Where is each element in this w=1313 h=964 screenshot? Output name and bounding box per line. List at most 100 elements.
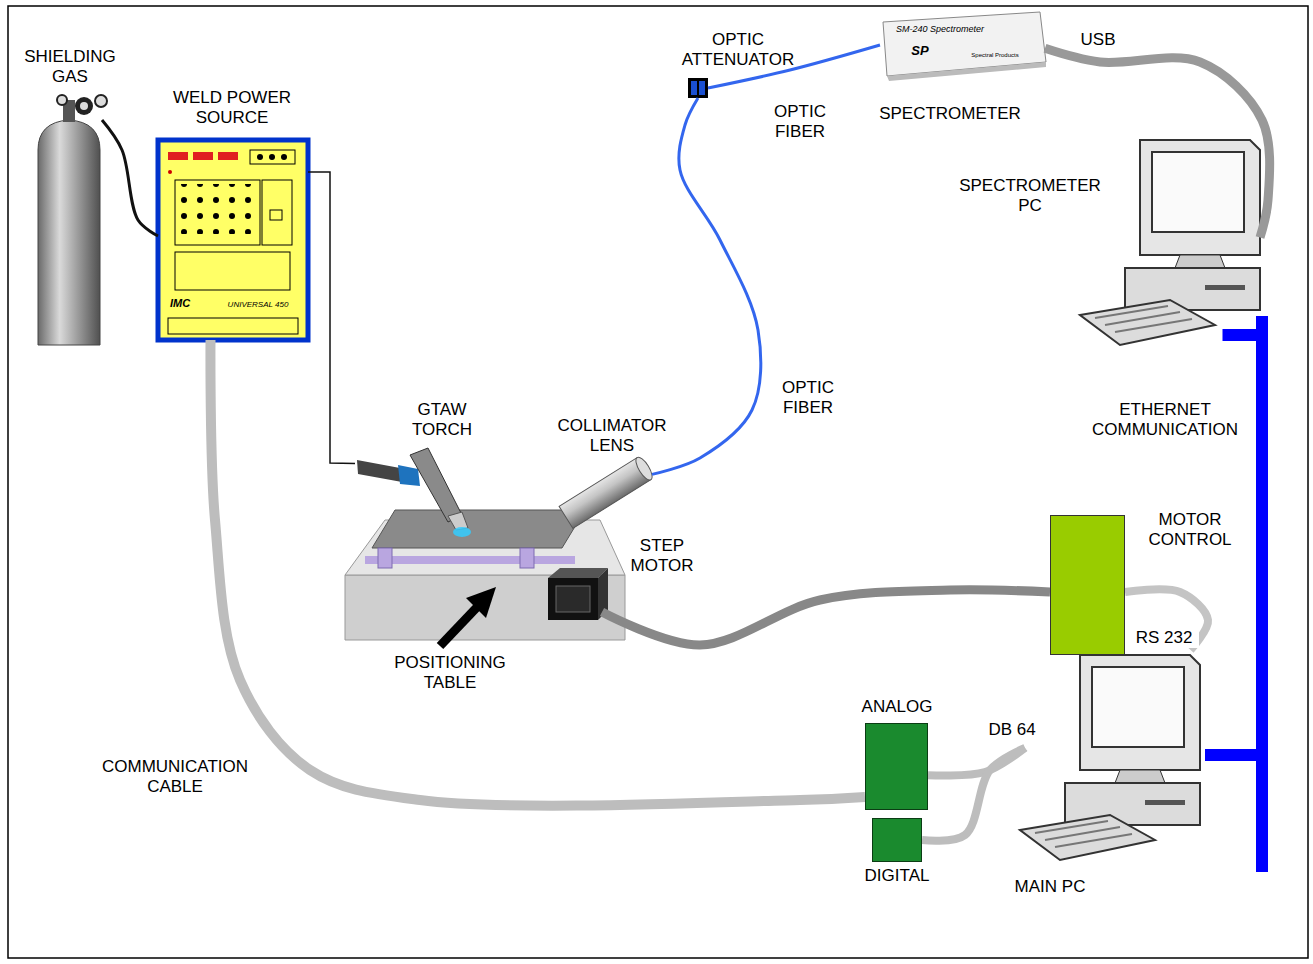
power-source — [270, 210, 282, 220]
device-label: POSITIONING TABLE — [375, 653, 525, 692]
io-cable — [922, 748, 1025, 841]
device-label: GTAW TORCH — [400, 400, 485, 439]
cable-label: RS 232 — [1129, 628, 1199, 648]
optic-attenuator — [688, 78, 708, 98]
step-motor — [548, 568, 608, 620]
power-source — [257, 154, 263, 160]
cable-label: DB 64 — [982, 720, 1042, 740]
serial-cable — [1125, 589, 1208, 650]
spectrometer-pc: SPECTROMETER PC — [1110, 140, 1260, 335]
optic-attenuator — [691, 81, 697, 95]
device-label: SHIELDING GAS — [13, 47, 128, 86]
model-name: UNIVERSAL 450 — [216, 300, 300, 309]
power-source — [175, 180, 260, 245]
gas-cylinder — [95, 95, 107, 107]
gas-cylinder — [38, 120, 100, 345]
positioning-table — [520, 548, 534, 568]
device-label: COLLIMATOR LENS — [547, 416, 677, 455]
cable-label: ETHERNET COMMUNICATION — [1075, 400, 1255, 439]
gas-hose — [102, 120, 158, 236]
optic-attenuator — [699, 81, 705, 95]
positioning-table — [345, 510, 625, 646]
gas-cylinder: SHIELDING GAS — [36, 120, 102, 348]
analog-board: ANALOG — [865, 723, 928, 810]
collimator-lens: COLLIMATOR LENS — [560, 462, 652, 524]
gtaw-torch: GTAW TORCH — [355, 455, 470, 540]
communication-cable — [210, 340, 865, 806]
brand-name: Spectral Products — [958, 52, 1032, 59]
positioning-table — [466, 587, 496, 618]
gtaw-torch — [357, 448, 471, 537]
collimator-lens — [633, 455, 655, 482]
positioning-table — [365, 556, 575, 564]
device-label: SPECTROMETER PC — [955, 176, 1105, 215]
device-label: MOTOR CONTROL — [1130, 510, 1250, 549]
optic-attenuator: OPTIC ATTENUATOR — [688, 78, 708, 98]
gas-cylinder — [75, 97, 93, 115]
power-source — [193, 152, 213, 160]
spectrometer-device — [883, 12, 1046, 81]
device-label: MAIN PC — [1000, 877, 1100, 897]
cable-label: OPTIC FIBER — [768, 378, 848, 417]
device-label: SPECTROMETER — [875, 104, 1025, 124]
positioning-table — [345, 575, 625, 640]
weld-power-source: WELD POWER SOURCEIMCUNIVERSAL 450 — [158, 140, 308, 340]
power-source — [175, 252, 290, 290]
gas-cylinder — [57, 95, 67, 105]
motor-cable — [602, 590, 1050, 645]
power-source — [168, 318, 298, 334]
power-source — [180, 184, 258, 234]
step-motor — [548, 578, 598, 620]
device-label: STEP MOTOR — [620, 536, 705, 575]
collimator-lens — [559, 455, 655, 528]
gtaw-torch — [398, 465, 420, 486]
computer — [1080, 140, 1260, 345]
model-name: SM-240 Spectrometer — [885, 24, 995, 34]
frame — [8, 6, 1308, 958]
step-motor: STEP MOTOR — [545, 572, 602, 622]
positioning-table — [440, 604, 480, 646]
cable-label: USB — [1068, 30, 1128, 50]
device-label: ANALOG — [852, 697, 942, 717]
gas-cylinder — [80, 102, 88, 110]
cable-label: OPTIC FIBER — [760, 102, 840, 141]
positioning-table — [378, 548, 392, 568]
power-source — [269, 154, 275, 160]
gtaw-torch — [453, 527, 471, 537]
spectrometer-device — [887, 62, 1046, 81]
brand-mark: SP — [903, 44, 937, 59]
gtaw-torch — [357, 460, 402, 482]
step-motor — [556, 586, 590, 612]
usb-cable — [1045, 48, 1270, 237]
digital-board: DIGITAL — [872, 818, 922, 862]
spectrometer: SPECTROMETERSM-240 SpectrometerSPSpectra… — [880, 12, 1045, 78]
motor-control: MOTOR CONTROL — [1050, 515, 1125, 655]
collimator-lens — [559, 458, 651, 529]
power-source — [218, 152, 238, 160]
torch-cable — [308, 172, 355, 464]
optic-fiber — [652, 98, 761, 474]
cable-label: COMMUNICATION CABLE — [88, 757, 263, 796]
power-source — [168, 170, 172, 174]
brand-mark: IMC — [158, 297, 202, 310]
power-source — [281, 154, 287, 160]
power-source — [158, 140, 308, 340]
power-source — [168, 152, 188, 160]
device-label: OPTIC ATTENUATOR — [673, 30, 803, 69]
positioning-table: POSITIONING TABLE — [345, 500, 625, 640]
gas-cylinder — [38, 95, 107, 345]
power-source — [250, 150, 295, 164]
gtaw-torch — [410, 448, 462, 522]
step-motor — [548, 568, 608, 578]
positioning-table — [372, 510, 585, 548]
device-label: DIGITAL — [852, 866, 942, 886]
power-source — [158, 140, 308, 340]
power-source — [262, 180, 292, 245]
device-label: WELD POWER SOURCE — [165, 88, 300, 127]
computer — [1020, 655, 1200, 860]
